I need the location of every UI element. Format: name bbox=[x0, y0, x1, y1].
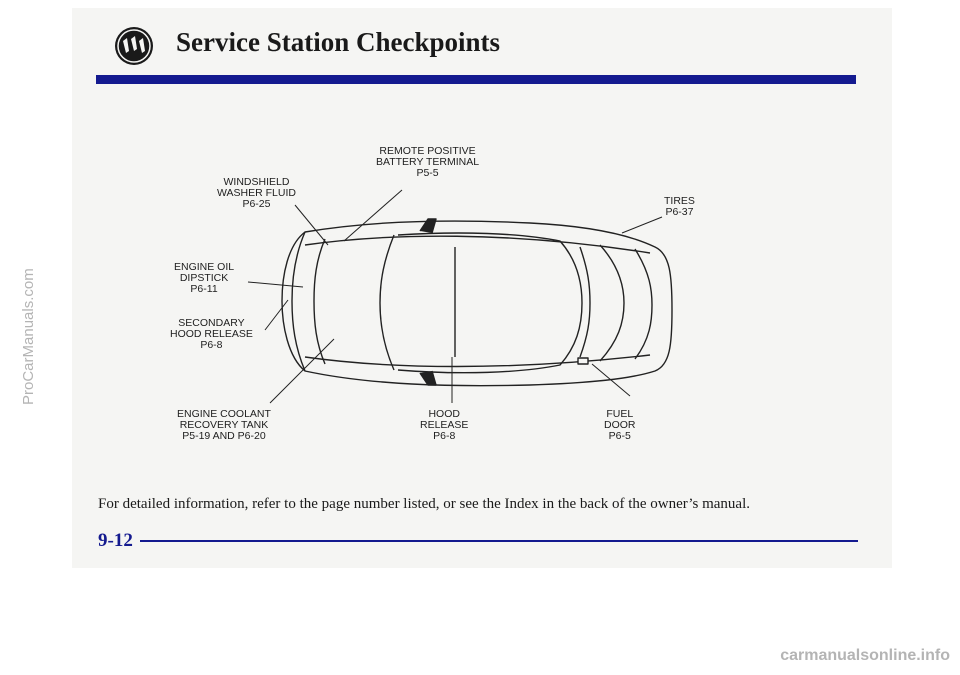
bottom-watermark: carmanualsonline.info bbox=[780, 647, 950, 664]
callout-secondary-hood-release: SECONDARY HOOD RELEASE P6-8 bbox=[170, 317, 253, 351]
footnote-text: For detailed information, refer to the p… bbox=[98, 496, 751, 512]
leader-oil-dipstick bbox=[247, 281, 304, 288]
car-body-outline bbox=[281, 220, 673, 387]
leader-fuel-door bbox=[591, 363, 631, 397]
page-title: Service Station Checkpoints bbox=[176, 27, 500, 57]
footer-rule bbox=[140, 540, 858, 542]
callout-engine-coolant-tank: ENGINE COOLANT RECOVERY TANK P5-19 AND P… bbox=[177, 408, 271, 442]
manual-page bbox=[72, 8, 892, 568]
callout-windshield-washer-fluid: WINDSHIELD WASHER FLUID P6-25 bbox=[217, 176, 296, 210]
callout-tires: TIRES P6-37 bbox=[664, 195, 695, 218]
leader-battery-terminal bbox=[343, 189, 403, 242]
leader-windshield-washer bbox=[294, 204, 329, 246]
page-number: 9-12 bbox=[98, 530, 133, 551]
callout-fuel-door: FUEL DOOR P6-5 bbox=[604, 408, 636, 442]
car-diagram bbox=[247, 189, 673, 404]
title-rule bbox=[96, 75, 856, 84]
buick-tri-shield-logo-icon bbox=[115, 27, 153, 65]
callout-remote-battery-terminal: REMOTE POSITIVE BATTERY TERMINAL P5-5 bbox=[376, 145, 480, 179]
callout-hood-release: HOOD RELEASE P6-8 bbox=[420, 408, 469, 442]
leader-secondary-hood-release bbox=[264, 299, 289, 331]
leader-coolant-tank bbox=[269, 338, 335, 404]
leader-tires bbox=[621, 216, 663, 234]
callout-engine-oil-dipstick: ENGINE OIL DIPSTICK P6-11 bbox=[174, 261, 235, 295]
